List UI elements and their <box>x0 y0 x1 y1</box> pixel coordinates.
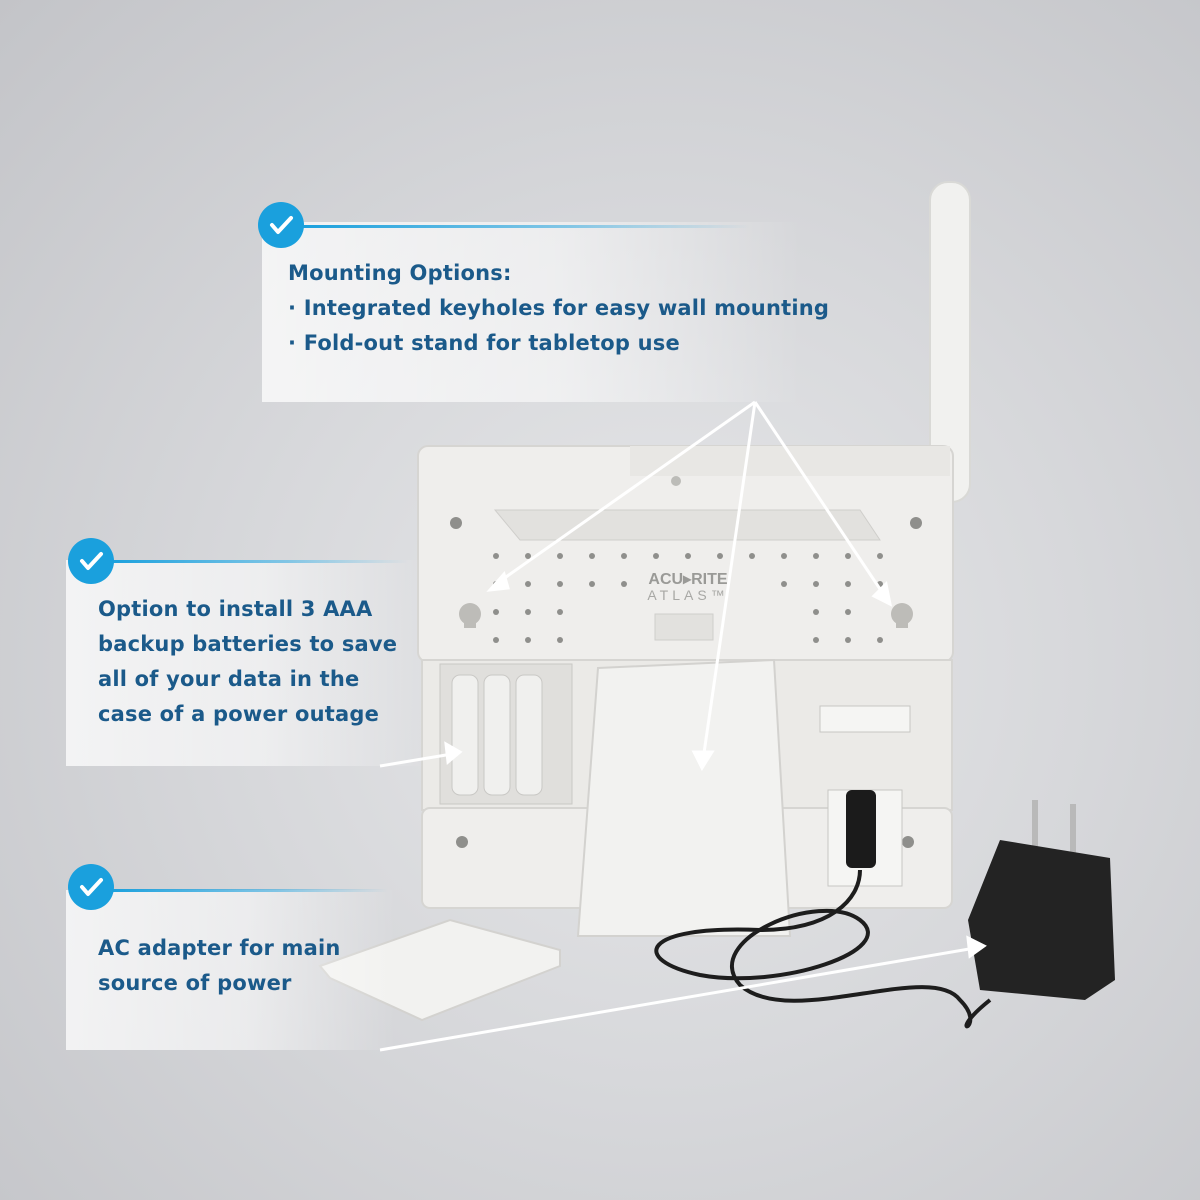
battery-line-3: all of your data in the <box>98 667 360 691</box>
fold-out-stand <box>576 658 792 937</box>
mounting-bullet-stand: · Fold-out stand for tabletop use <box>288 331 680 355</box>
mounting-callout-panel <box>262 222 802 402</box>
adapter-line-2: source of power <box>98 971 292 995</box>
mounting-callout-rule <box>300 225 750 228</box>
adapter-callout-panel <box>66 890 396 1050</box>
adapter-prong-2 <box>1070 804 1076 854</box>
vent-slot <box>493 509 881 541</box>
checkmark-icon <box>68 864 114 910</box>
adapter-callout-text: AC adapter for main source of power <box>98 931 341 1001</box>
label-sticker <box>819 705 911 733</box>
latch <box>654 613 714 641</box>
logo-model: ATLAS™ <box>647 587 728 603</box>
battery-line-1: Option to install 3 AAA <box>98 597 373 621</box>
console-ridge <box>630 446 950 476</box>
battery-callout-panel <box>66 560 426 766</box>
battery-slot-1 <box>451 674 479 796</box>
battery-line-2: backup batteries to save <box>98 632 398 656</box>
adapter-callout-rule <box>108 889 388 892</box>
adapter-prong-1 <box>1032 800 1038 850</box>
ac-adapter <box>968 840 1115 1000</box>
vent-dots <box>450 517 922 848</box>
battery-slot-3 <box>515 674 543 796</box>
battery-slot-2 <box>483 674 511 796</box>
power-cable <box>654 869 992 1029</box>
keyhole-left-slot <box>464 614 476 628</box>
checkmark-icon <box>68 538 114 584</box>
mounting-title: Mounting Options: <box>288 261 512 285</box>
battery-callout-rule <box>108 560 408 563</box>
mounting-bullet-keyholes: · Integrated keyholes for easy wall moun… <box>288 296 830 320</box>
logo-brand: ACU▸RITE <box>648 571 727 588</box>
keyhole-right-slot <box>896 614 908 628</box>
battery-callout-text: Option to install 3 AAA backup batteries… <box>98 592 397 732</box>
adapter-line-1: AC adapter for main <box>98 936 341 960</box>
battery-line-4: case of a power outage <box>98 702 380 726</box>
mounting-callout-text: Mounting Options: · Integrated keyholes … <box>288 256 829 361</box>
screw <box>671 476 681 486</box>
power-plug <box>846 790 876 868</box>
checkmark-icon <box>258 202 304 248</box>
